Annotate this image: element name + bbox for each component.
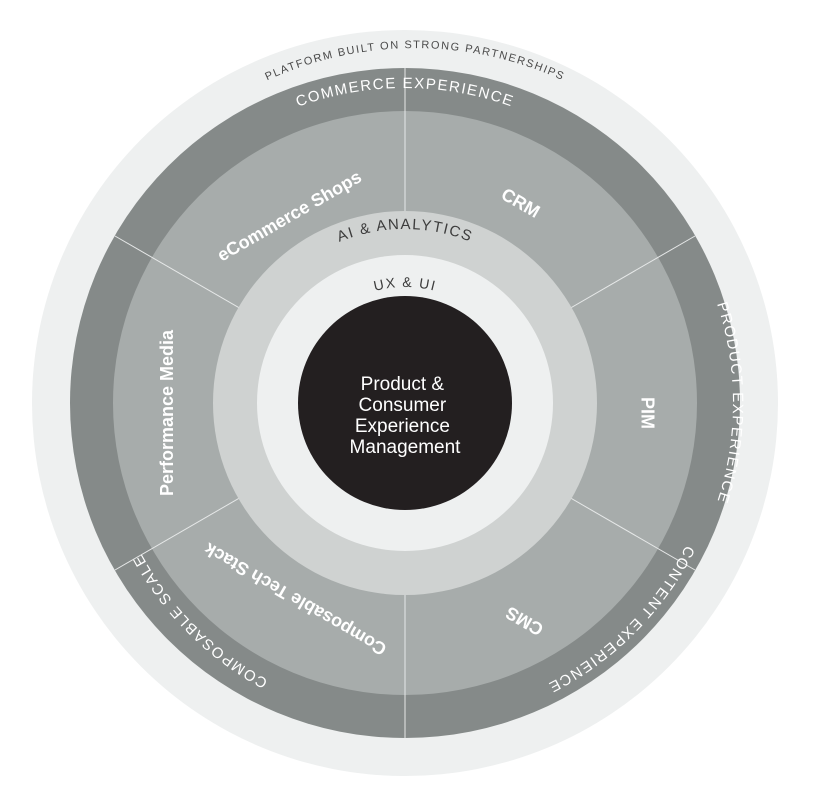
divider-top-left <box>114 235 256 318</box>
divider-top-right <box>554 235 696 318</box>
ux-ui-label: UX & UI <box>372 274 437 294</box>
core-line-2: Consumer <box>359 395 447 416</box>
core-line-3: Experience <box>355 416 450 437</box>
core-line-1: Product & <box>361 374 445 395</box>
core-line-4: Management <box>350 437 462 458</box>
core-title: Product & Consumer Experience Management <box>350 374 462 458</box>
segment-pim: PIM <box>637 397 657 429</box>
svg-text:UX & UI: UX & UI <box>372 274 438 294</box>
segment-dividers <box>114 68 696 738</box>
divider-bottom-left <box>114 488 256 571</box>
core-circle <box>298 296 512 510</box>
divider-bottom-right <box>554 488 696 571</box>
segment-performance-media: Performance Media <box>157 329 177 496</box>
